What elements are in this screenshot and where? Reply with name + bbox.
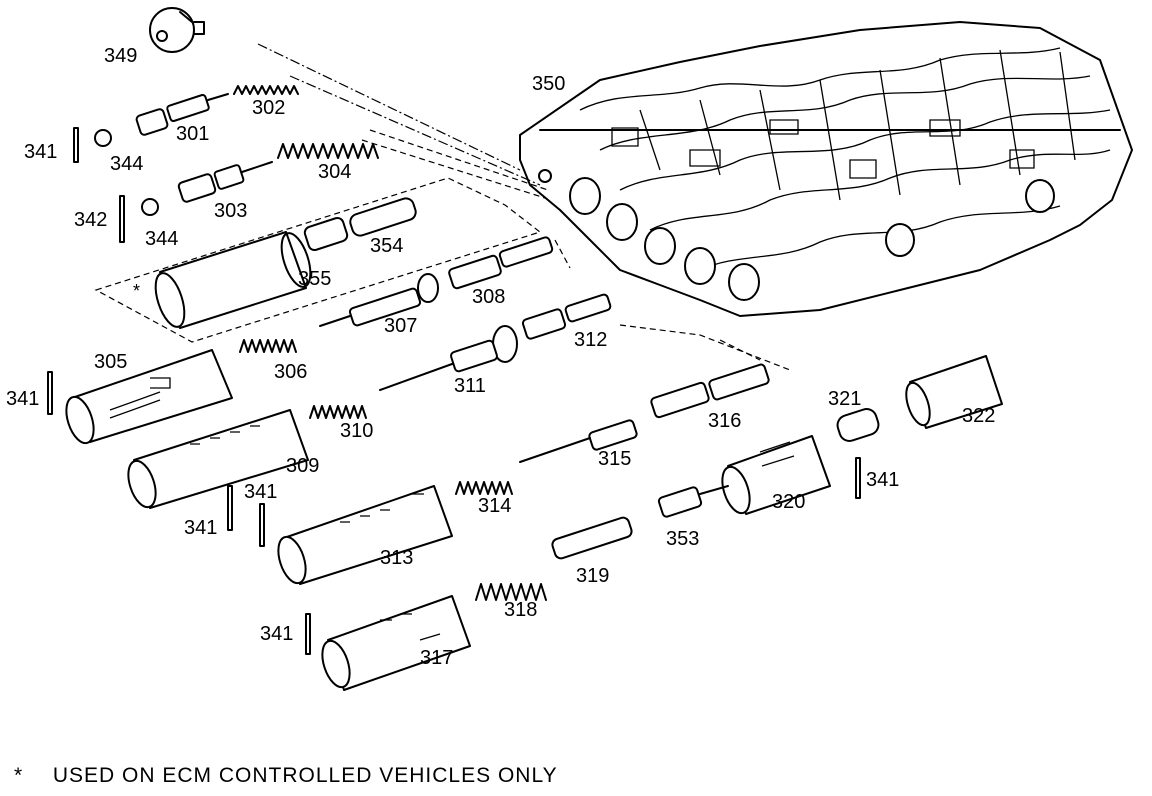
label-349: 349 — [104, 45, 137, 67]
label-341: 341 — [866, 469, 899, 491]
label-341: 341 — [24, 141, 57, 163]
label-304: 304 — [318, 161, 351, 183]
label-316: 316 — [708, 410, 741, 432]
label-344: 344 — [145, 228, 178, 250]
label-309: 309 — [286, 455, 319, 477]
part-311-valve — [379, 325, 518, 391]
part-354-valve — [303, 197, 417, 252]
footnote: * USED ON ECM CONTROLLED VEHICLES ONLY — [14, 764, 558, 788]
label-341: 341 — [6, 388, 39, 410]
label-302: 302 — [252, 97, 285, 119]
part-312-valve — [521, 293, 612, 340]
label-313: 313 — [380, 547, 413, 569]
part-301-valve — [135, 93, 229, 136]
part-353-valve — [657, 485, 729, 518]
footnote-text: USED ON ECM CONTROLLED VEHICLES ONLY — [52, 764, 558, 787]
label-319: 319 — [576, 565, 609, 587]
part-labels: 349 350 302 301 341 344 304 303 342 344 … — [6, 45, 995, 669]
valve-body-casting — [519, 21, 1133, 317]
label-318: 318 — [504, 599, 537, 621]
label-308: 308 — [472, 286, 505, 308]
label-317: 317 — [420, 647, 453, 669]
part-305-sleeve — [65, 349, 233, 445]
part-318-spring — [475, 583, 547, 601]
label-344: 344 — [110, 153, 143, 175]
part-315-valve — [519, 419, 638, 463]
part-309-sleeve — [127, 409, 309, 509]
part-342-pin — [119, 195, 125, 243]
part-319-valve — [551, 516, 633, 560]
part-349-plug — [149, 7, 205, 53]
part-307-valve — [319, 273, 439, 327]
part-344-washer-top — [94, 129, 112, 147]
label-355: 355 — [298, 268, 331, 290]
ecm-asterisk: * — [133, 281, 140, 301]
part-316-valve — [650, 363, 770, 419]
assembly-guide-lines — [257, 43, 791, 371]
label-342: 342 — [74, 209, 107, 231]
ecm-parts-box — [94, 177, 542, 343]
label-306: 306 — [274, 361, 307, 383]
label-314: 314 — [478, 495, 511, 517]
footnote-marker: * — [14, 764, 24, 787]
part-306-spring — [239, 339, 297, 353]
part-341-pin-3 — [855, 457, 861, 499]
part-341-pin-6 — [305, 613, 311, 655]
part-344-washer-bottom — [141, 198, 159, 216]
label-322: 322 — [962, 405, 995, 427]
label-354: 354 — [370, 235, 403, 257]
label-305: 305 — [94, 351, 127, 373]
part-303-valve — [177, 161, 273, 203]
part-321-plug — [836, 408, 880, 442]
label-312: 312 — [574, 329, 607, 351]
part-308-valve — [448, 236, 554, 290]
part-322-sleeve — [905, 355, 1003, 429]
part-341-pin-5 — [259, 503, 265, 547]
label-311: 311 — [454, 375, 486, 397]
label-307: 307 — [384, 315, 417, 337]
label-315: 315 — [598, 448, 631, 470]
label-320: 320 — [772, 491, 805, 513]
part-341-pin-1 — [73, 127, 79, 163]
part-341-pin-2 — [47, 371, 53, 415]
label-341: 341 — [244, 481, 277, 503]
part-310-spring — [309, 405, 367, 419]
label-321: 321 — [828, 388, 861, 410]
part-313-sleeve — [277, 485, 453, 585]
label-353: 353 — [666, 528, 699, 550]
part-320-sleeve — [721, 435, 831, 515]
part-317-sleeve — [321, 595, 471, 691]
part-341-pin-4 — [227, 485, 233, 531]
label-301: 301 — [176, 123, 209, 145]
label-341: 341 — [260, 623, 293, 645]
part-355-sleeve — [154, 231, 312, 329]
part-302-spring — [233, 85, 299, 95]
part-314-spring — [455, 481, 513, 495]
label-303: 303 — [214, 200, 247, 222]
label-341: 341 — [184, 517, 217, 539]
label-310: 310 — [340, 420, 373, 442]
label-350: 350 — [532, 73, 565, 95]
part-304-spring — [277, 143, 379, 159]
